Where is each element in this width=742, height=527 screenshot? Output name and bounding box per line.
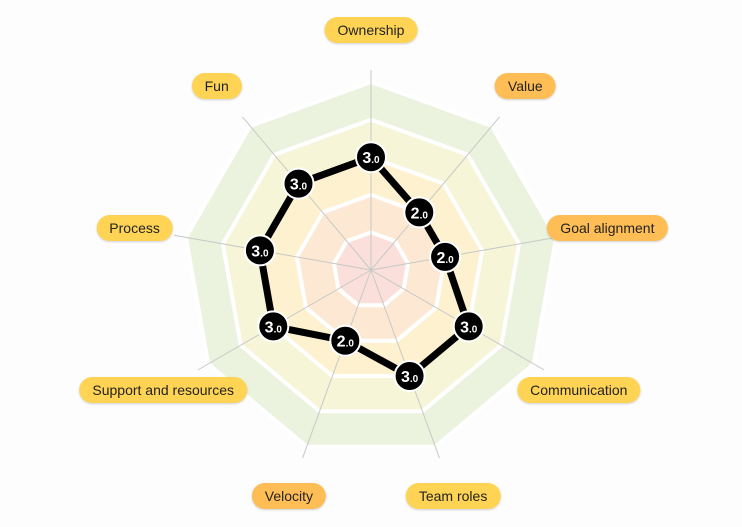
radar-point-value: 2.0 bbox=[436, 250, 454, 267]
value-minor: .0 bbox=[445, 255, 454, 266]
radar-point-marker bbox=[257, 310, 290, 343]
radar-point-marker bbox=[243, 234, 276, 267]
radar-point-value: 3.0 bbox=[460, 319, 478, 336]
radar-point-value: 3.0 bbox=[251, 243, 269, 260]
value-major: 2 bbox=[436, 250, 445, 267]
radar-point-marker bbox=[329, 324, 362, 357]
axis-label-communication[interactable]: Communication bbox=[517, 377, 641, 403]
value-minor: .0 bbox=[299, 182, 308, 193]
radar-point-value: 3.0 bbox=[290, 177, 308, 194]
value-major: 3 bbox=[290, 177, 299, 194]
radar-point[interactable]: 3.0 bbox=[355, 141, 387, 174]
axis-label-support-and-resources[interactable]: Support and resources bbox=[79, 377, 248, 403]
radar-point-value: 3.0 bbox=[362, 150, 380, 167]
radar-point-marker bbox=[355, 141, 387, 174]
radar-point-marker bbox=[429, 240, 462, 273]
value-major: 3 bbox=[460, 319, 469, 336]
value-major: 3 bbox=[265, 319, 274, 336]
value-minor: .0 bbox=[274, 324, 283, 335]
value-minor: .0 bbox=[260, 248, 269, 259]
value-minor: .0 bbox=[371, 155, 380, 166]
value-major: 3 bbox=[362, 150, 371, 167]
radar-point-value: 3.0 bbox=[401, 369, 419, 386]
radar-point[interactable]: 2.0 bbox=[429, 240, 462, 273]
radar-point-value: 2.0 bbox=[411, 205, 429, 222]
value-major: 2 bbox=[337, 334, 346, 351]
value-minor: .0 bbox=[410, 374, 419, 385]
radar-series-line bbox=[256, 153, 473, 380]
axis-label-velocity[interactable]: Velocity bbox=[251, 482, 327, 509]
radar-point-marker bbox=[393, 360, 426, 392]
value-minor: .0 bbox=[420, 210, 429, 221]
value-major: 2 bbox=[411, 205, 420, 222]
radar-point[interactable]: 2.0 bbox=[403, 196, 436, 229]
radar-point-value: 2.0 bbox=[337, 334, 355, 351]
radar-point[interactable]: 2.0 bbox=[329, 324, 362, 357]
radar-spoke bbox=[370, 234, 569, 271]
radar-spoke bbox=[370, 116, 500, 271]
axis-label-ownership[interactable]: Ownership bbox=[324, 17, 418, 43]
value-minor: .0 bbox=[469, 324, 478, 335]
radar-point[interactable]: 3.0 bbox=[393, 360, 426, 392]
axis-label-fun[interactable]: Fun bbox=[191, 73, 242, 100]
radar-point[interactable]: 3.0 bbox=[243, 234, 276, 267]
axis-label-process[interactable]: Process bbox=[96, 215, 173, 242]
value-major: 3 bbox=[251, 243, 260, 260]
radar-point-marker bbox=[282, 167, 315, 200]
radar-spoke bbox=[302, 269, 372, 459]
radar-point[interactable]: 3.0 bbox=[257, 310, 290, 343]
radar-points: 3.02.02.03.03.02.03.03.03.0 bbox=[243, 141, 485, 392]
radar-series bbox=[256, 153, 473, 380]
axis-label-team-roles[interactable]: Team roles bbox=[405, 482, 501, 509]
axis-label-value[interactable]: Value bbox=[494, 73, 556, 100]
radar-point[interactable]: 3.0 bbox=[282, 167, 315, 200]
value-major: 3 bbox=[401, 369, 410, 386]
radar-point-marker bbox=[403, 196, 436, 229]
axis-label-goal-alignment[interactable]: Goal alignment bbox=[547, 215, 668, 242]
radar-point[interactable]: 3.0 bbox=[452, 310, 485, 343]
radar-point-value: 3.0 bbox=[265, 319, 283, 336]
radar-point-marker bbox=[452, 310, 485, 343]
value-minor: .0 bbox=[346, 339, 355, 350]
